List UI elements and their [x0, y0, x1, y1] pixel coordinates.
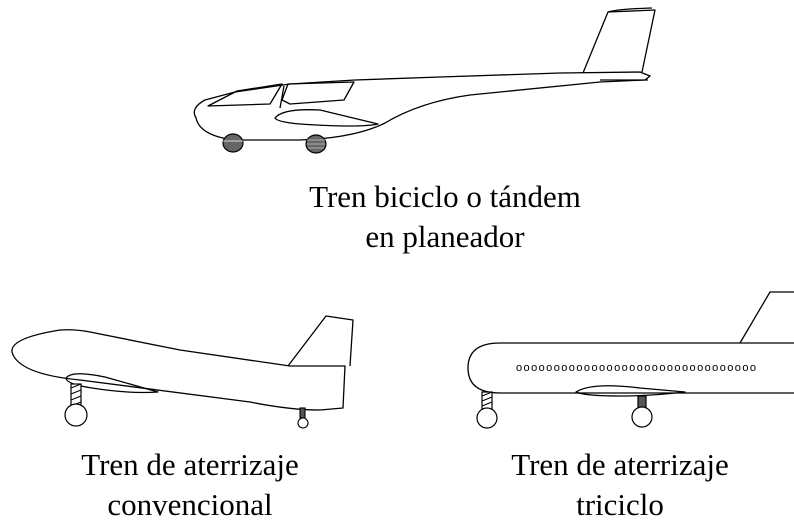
tricycle-wing: [575, 385, 686, 397]
glider-rear-wheel: [305, 134, 327, 154]
tricycle-caption: Tren de aterrizaje triciclo: [470, 445, 770, 520]
tricycle-caption-line1: Tren de aterrizaje: [511, 447, 729, 482]
conventional-fuselage: [11, 329, 346, 411]
glider-tail-fin: [582, 9, 656, 74]
tricycle-main-gear: [631, 395, 653, 428]
tricycle-windows: oooooooooooooooooooooooooooooooo: [516, 362, 756, 374]
glider-canopy: [207, 83, 283, 107]
glider-caption-line2: en planeador: [365, 219, 525, 254]
glider-caption: Tren biciclo o tándem en planeador: [245, 177, 645, 257]
conventional-caption-line2: convencional: [107, 487, 273, 520]
glider-wing: [274, 109, 379, 127]
glider-caption-line1: Tren biciclo o tándem: [309, 179, 581, 214]
conventional-main-gear: [64, 383, 88, 427]
conventional-tail-wheel: [297, 407, 309, 429]
conventional-caption-line1: Tren de aterrizaje: [81, 447, 299, 482]
glider-front-wheel: [222, 133, 244, 153]
tricycle-nose-gear: [476, 391, 498, 429]
conventional-caption: Tren de aterrizaje convencional: [20, 445, 360, 520]
conventional-tail-fin: [287, 315, 354, 367]
glider-canopy-rear: [281, 81, 355, 105]
tricycle-tail-fin: [739, 291, 794, 344]
tricycle-caption-line2: triciclo: [576, 487, 664, 520]
